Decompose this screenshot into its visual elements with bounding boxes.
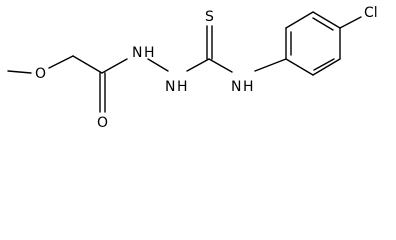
atom-label-carbonyl-oxygen: O	[97, 115, 108, 131]
atom-label-thione-sulfur: S	[205, 9, 214, 25]
atom-label-hydrazide-n2: N	[165, 79, 175, 95]
ring-inner-double-3	[313, 58, 335, 71]
bond-nitrogen-thiocarbonyl	[186, 58, 210, 72]
bond-layer	[7, 11, 362, 113]
bond-thiocarbonyl-nitrogen	[208, 58, 233, 73]
structure-canvas: O N H N H S N H O Cl	[7, 5, 378, 131]
ring-bond-6	[285, 58, 314, 76]
atom-label-methoxy-oxygen: O	[35, 66, 46, 82]
ring-inner-double-2	[312, 17, 334, 31]
bond-ring-chlorine	[339, 16, 362, 29]
bond-methylene-carbonyl	[72, 55, 103, 74]
atom-label-anilide-h: H	[243, 79, 254, 95]
bond-nitrogen-ring	[254, 58, 287, 72]
bond-hydrazine-n-n	[147, 58, 169, 72]
bond-methyl-oxygen	[7, 70, 32, 74]
ring-bond-5	[312, 58, 341, 76]
ring-bond-3	[312, 11, 341, 29]
atom-label-hydrazide-h1: H	[144, 45, 155, 61]
atom-label-hydrazide-h2: H	[177, 79, 188, 95]
atom-label-anilide-n: N	[231, 79, 241, 95]
bond-oxygen-methylene	[48, 55, 74, 69]
label-layer: O N H N H S N H O Cl	[35, 5, 378, 131]
atom-label-hydrazide-n1: N	[132, 45, 142, 61]
bond-carbonyl-nitrogen	[101, 58, 128, 74]
atom-label-chlorine: Cl	[364, 5, 378, 21]
ring-bond-2	[285, 11, 314, 29]
